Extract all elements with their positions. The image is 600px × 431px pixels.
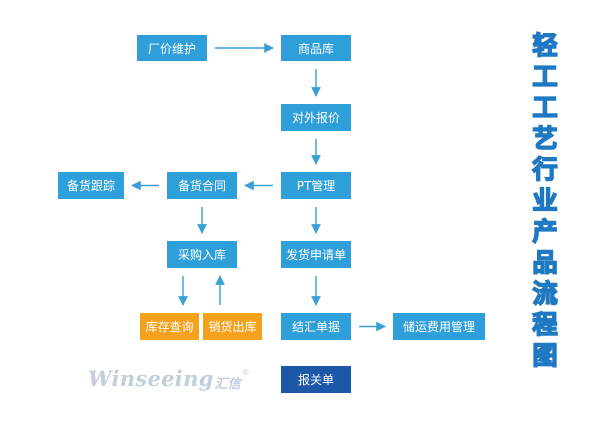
node-product-library[interactable]: 商品库 (281, 35, 351, 61)
title-char: 品 (532, 247, 559, 278)
node-storage-cost[interactable]: 储运费用管理 (393, 313, 485, 340)
winseeing-logo: Winseeing 汇信 ® (88, 366, 250, 392)
title-char: 轻 (532, 30, 559, 61)
title-char: 图 (532, 340, 559, 371)
node-inventory-query[interactable]: 库存查询 (140, 313, 199, 340)
node-stock-contract[interactable]: 备货合同 (167, 172, 237, 199)
title-char: 艺 (532, 123, 559, 154)
node-purchase-inbound[interactable]: 采购入库 (167, 241, 237, 268)
node-customs-doc[interactable]: 报关单 (281, 366, 351, 393)
node-pt-management[interactable]: PT管理 (281, 172, 351, 199)
logo-registered-mark: ® (241, 368, 250, 377)
node-shipping-request[interactable]: 发货申请单 (281, 241, 351, 268)
title-char: 工 (532, 61, 559, 92)
title-char: 行 (532, 154, 559, 185)
title-char: 工 (532, 92, 559, 123)
node-factory-price[interactable]: 厂价维护 (137, 35, 207, 61)
vertical-title: 轻 工 工 艺 行 业 产 品 流 程 图 (525, 30, 565, 371)
logo-chinese: 汇信 (214, 377, 241, 392)
title-char: 程 (532, 309, 559, 340)
title-char: 流 (532, 278, 559, 309)
title-char: 产 (532, 216, 559, 247)
title-char: 业 (532, 185, 559, 216)
node-sales-outbound[interactable]: 销货出库 (203, 313, 262, 340)
logo-word: Winseeing (88, 366, 214, 391)
node-settlement-doc[interactable]: 结汇单据 (281, 313, 351, 340)
node-stock-tracking[interactable]: 备货跟踪 (58, 172, 124, 199)
node-external-quote[interactable]: 对外报价 (281, 104, 351, 131)
